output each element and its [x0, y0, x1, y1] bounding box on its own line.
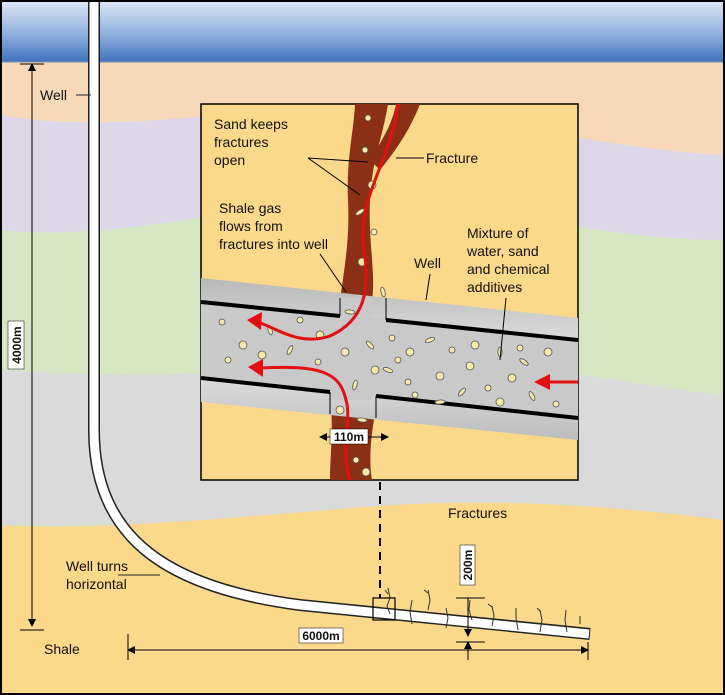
sand-grain: [340, 347, 350, 357]
sand-grain: [352, 456, 360, 464]
gas-label-1: Shale gas: [219, 200, 281, 216]
sand-grains: [218, 114, 560, 477]
well-turns-label-2: horizontal: [66, 576, 127, 592]
well-turns-label-1: Well turns: [66, 558, 128, 574]
sand-grain: [218, 318, 226, 326]
sand-grain: [507, 373, 517, 383]
sand-grain: [370, 365, 380, 375]
sand-label-1: Sand keeps: [214, 116, 288, 132]
gas-label-2: flows from: [219, 218, 283, 234]
fractures-label: Fractures: [448, 505, 507, 521]
sand-grain: [356, 417, 368, 423]
sand-grain: [257, 350, 267, 360]
sand-label-2: fractures: [214, 134, 268, 150]
well-label: Well: [40, 87, 67, 103]
sand-grain: [382, 367, 394, 373]
sand-grain: [335, 405, 345, 415]
sand-grain: [435, 371, 445, 381]
gas-flow-arrows: [257, 104, 578, 480]
sky-band: [0, 0, 725, 62]
inset-panel: 110m Sand keeps fractures open Fracture …: [200, 103, 579, 481]
sand-grain: [380, 286, 386, 298]
sand-grain: [296, 316, 304, 324]
sand-grain: [424, 336, 436, 344]
sand-label-3: open: [214, 152, 245, 168]
sand-grain: [394, 356, 402, 364]
sand-grain: [361, 146, 369, 154]
sand-grain: [470, 340, 480, 350]
mixture-label-3: and chemical: [467, 261, 550, 277]
sand-grain: [238, 340, 248, 350]
sand-grain: [465, 361, 475, 371]
mixture-label-2: water, sand: [466, 243, 539, 259]
zoom-box: [372, 597, 396, 621]
sand-grain: [364, 114, 372, 122]
sand-grain: [405, 347, 415, 357]
sand-grain: [528, 391, 536, 401]
sand-grain: [224, 356, 232, 364]
depth-label: 4000m: [10, 326, 24, 363]
sand-grain: [543, 347, 553, 357]
fracture-branch: [370, 104, 420, 170]
fracture-height-label: 200m: [461, 550, 475, 581]
inset-well-label: Well: [414, 255, 441, 271]
sand-grain: [516, 344, 524, 352]
gas-label-3: fractures into well: [219, 236, 328, 252]
sand-grain: [495, 397, 505, 407]
sand-grain: [448, 346, 456, 354]
mixture-label-1: Mixture of: [467, 225, 529, 241]
sand-grain: [344, 309, 356, 315]
sand-grain: [411, 391, 419, 399]
length-label: 6000m: [302, 629, 339, 643]
small-fractures: [384, 587, 581, 633]
sand-grain: [519, 358, 529, 366]
sand-grain: [434, 399, 446, 405]
sand-grain: [370, 228, 378, 236]
sand-grain: [365, 340, 375, 350]
sand-grain: [552, 400, 560, 408]
fracture-width-label: 110m: [334, 430, 364, 444]
sand-grain: [352, 379, 358, 391]
sand-grain: [286, 345, 294, 355]
well-pipe: [89, 2, 590, 639]
sand-grain: [457, 387, 467, 397]
shale-label: Shale: [44, 641, 80, 657]
sand-grain: [484, 384, 492, 392]
sand-grain: [314, 358, 322, 366]
sand-grain: [404, 378, 412, 386]
sand-grain: [355, 208, 365, 216]
sand-grain: [388, 334, 396, 342]
sand-grain: [361, 467, 371, 477]
fracture-label: Fracture: [426, 150, 478, 166]
mixture-label-4: additives: [467, 279, 522, 295]
